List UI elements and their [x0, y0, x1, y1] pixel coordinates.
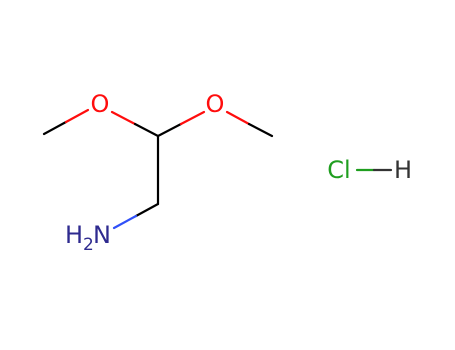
oxygen-atom-left: O [91, 90, 110, 118]
bond-methyl-o1-carbon-half [42, 120, 68, 136]
bond-center-o2-oxygen-half [179, 110, 206, 126]
oxygen-atom-right: O [206, 90, 225, 118]
bond-o2-methyl-oxygen-half [225, 110, 251, 126]
amine-group-label: H 2 N [65, 221, 111, 255]
bond-o2-methyl-carbon-half [247, 122, 274, 138]
amine-hydrogen-label: H [65, 221, 83, 249]
hydrogen-atom: H [394, 156, 412, 184]
chlorine-atom: Cl [327, 156, 350, 184]
bond-o1-center-carbon-half [133, 122, 160, 138]
amine-nitrogen-label: N [93, 221, 111, 249]
amine-hydrogen-subscript: 2 [83, 235, 94, 255]
bond-methyl-o1-oxygen-half [64, 108, 90, 124]
bond-center-o2-carbon-half [156, 122, 183, 138]
bond-ch2-n-nitrogen-half [112, 214, 138, 230]
bond-ch2-n-carbon-half [134, 202, 160, 218]
bond-o1-center-oxygen-half [110, 110, 137, 126]
